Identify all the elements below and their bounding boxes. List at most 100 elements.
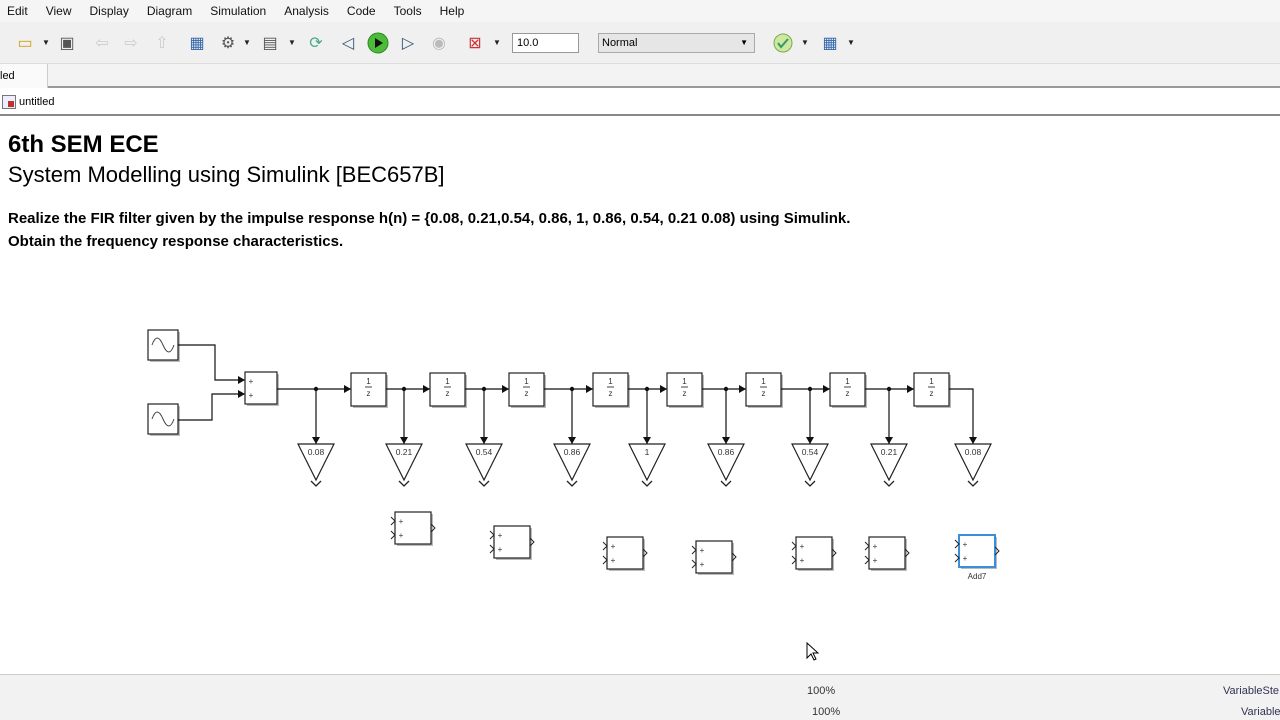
menu-edit[interactable]: Edit <box>7 4 28 18</box>
gain-block-8[interactable] <box>870 443 908 482</box>
add-sign-plus: + <box>873 542 878 551</box>
signal-line <box>178 344 245 381</box>
add-block-2[interactable] <box>493 525 531 559</box>
gain-block-2[interactable] <box>385 443 423 482</box>
add-block-3[interactable] <box>606 536 644 570</box>
library-browser-icon[interactable]: ▦ <box>189 35 205 52</box>
menu-tools[interactable]: Tools <box>393 4 422 18</box>
model-canvas[interactable]: 6th SEM ECE System Modelling using Simul… <box>0 118 1280 674</box>
breadcrumb-model[interactable]: untitled <box>19 96 55 108</box>
arrow-head <box>312 437 320 444</box>
unit-delay-block-6[interactable] <box>745 372 782 407</box>
gain-value: 0.86 <box>564 447 581 457</box>
tab-untitled[interactable]: led <box>0 64 48 88</box>
menu-display[interactable]: Display <box>89 4 129 18</box>
gain-block-5[interactable] <box>628 443 666 482</box>
output-port-chevron-icon <box>883 480 895 487</box>
arrow-head <box>238 390 245 398</box>
model-explorer-icon[interactable]: ▤ <box>262 35 278 52</box>
output-port-chevron-icon <box>398 480 410 487</box>
delay-denominator: z <box>762 389 766 398</box>
output-port-chevron-icon <box>310 480 322 487</box>
delay-numerator: 1 <box>524 377 529 386</box>
up-icon[interactable]: ⇧ <box>155 35 169 52</box>
add-block-1[interactable] <box>394 511 432 545</box>
gain-block-3[interactable] <box>465 443 503 482</box>
menu-simulation[interactable]: Simulation <box>210 4 267 18</box>
unit-delay-block-3[interactable] <box>508 372 545 407</box>
add-sign-plus: + <box>963 554 968 563</box>
gain-block-7[interactable] <box>791 443 829 482</box>
back-icon[interactable]: ⇦ <box>95 35 109 52</box>
menu-view[interactable]: View <box>45 4 72 18</box>
arrow-head <box>480 437 488 444</box>
arrow-head <box>660 385 667 393</box>
add-sign-plus: + <box>399 531 404 540</box>
step-forward-icon[interactable]: ▷ <box>401 35 415 52</box>
delay-denominator: z <box>609 389 613 398</box>
save-icon[interactable]: ▣ <box>59 35 75 52</box>
unit-delay-block-5[interactable] <box>666 372 703 407</box>
output-port-chevron-icon <box>720 480 732 487</box>
add-block-7[interactable] <box>958 534 996 568</box>
menu-help[interactable]: Help <box>439 4 465 18</box>
run-icon[interactable] <box>367 32 389 54</box>
annotation-subheading: System Modelling using Simulink [BEC657B… <box>8 162 445 187</box>
add-sign-plus: + <box>498 531 503 540</box>
stop-time-input[interactable] <box>512 33 579 53</box>
model-advisor-check-icon[interactable] <box>772 32 794 54</box>
block-name-label: Add7 <box>968 572 987 581</box>
status-bar: 100% 100% VariableSte Variable <box>0 674 1280 720</box>
sum-block[interactable] <box>244 371 278 405</box>
gain-block-4[interactable] <box>553 443 591 482</box>
menu-diagram[interactable]: Diagram <box>146 4 193 18</box>
settings-gear-icon[interactable]: ⚙ <box>220 35 236 52</box>
step-back-icon[interactable]: ◁ <box>341 35 355 52</box>
chevron-down-icon: ▼ <box>740 38 748 47</box>
forward-icon[interactable]: ⇨ <box>124 35 138 52</box>
arrow-head <box>739 385 746 393</box>
gain-block-9[interactable] <box>954 443 992 482</box>
add-sign-plus: + <box>873 556 878 565</box>
output-port-chevron-icon <box>566 480 578 487</box>
delay-numerator: 1 <box>366 377 371 386</box>
add-sign-plus: + <box>399 517 404 526</box>
delay-numerator: 1 <box>445 377 450 386</box>
add-block-5[interactable] <box>795 536 833 570</box>
open-folder-icon[interactable]: ▭ <box>17 35 33 52</box>
add-sign-plus: + <box>611 556 616 565</box>
port-chevron-icon <box>791 541 837 565</box>
update-icon[interactable]: ⟳ <box>309 35 323 52</box>
gain-block-1[interactable] <box>297 443 335 482</box>
delay-denominator: z <box>683 389 687 398</box>
unit-delay-block-2[interactable] <box>429 372 466 407</box>
add-sign-plus: + <box>800 556 805 565</box>
arrow-head <box>643 437 651 444</box>
delay-numerator: 1 <box>929 377 934 386</box>
stop-icon[interactable]: ◉ <box>432 35 446 52</box>
menu-analysis[interactable]: Analysis <box>284 4 329 18</box>
simulation-mode-select[interactable]: Normal▼ <box>598 33 755 53</box>
arrow-head <box>568 437 576 444</box>
sine-wave-icon <box>151 337 175 353</box>
menu-code[interactable]: Code <box>346 4 376 18</box>
add-block-4[interactable] <box>695 540 733 574</box>
gain-value: 0.08 <box>965 447 982 457</box>
gain-block-6[interactable] <box>707 443 745 482</box>
model-icon <box>2 95 16 109</box>
unit-delay-block-4[interactable] <box>592 372 629 407</box>
delay-denominator: z <box>367 389 371 398</box>
scope-icon[interactable]: ⊠ <box>468 35 482 52</box>
build-icon[interactable]: ▦ <box>822 35 838 52</box>
arrow-head <box>722 437 730 444</box>
add-block-6[interactable] <box>868 536 906 570</box>
unit-delay-block-7[interactable] <box>829 372 866 407</box>
arrow-head <box>907 385 914 393</box>
port-chevron-icon <box>954 539 1000 563</box>
unit-delay-block-8[interactable] <box>913 372 950 407</box>
port-chevron-icon <box>691 545 737 569</box>
gain-value: 0.54 <box>802 447 819 457</box>
gain-value: 0.86 <box>718 447 735 457</box>
solver-name: VariableSte <box>1223 685 1280 697</box>
signal-line <box>178 393 245 421</box>
